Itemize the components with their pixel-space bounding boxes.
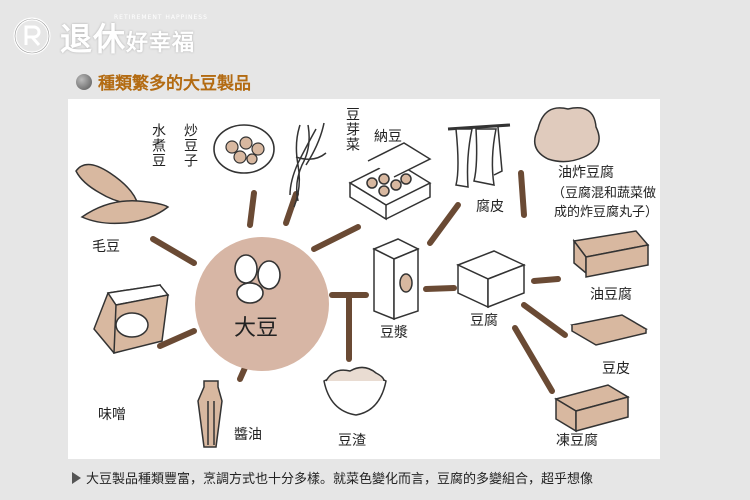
logo-tagline: RETIREMENT HAPPINESS: [114, 14, 208, 21]
label-fried-tofu-ball: 油炸豆腐: [558, 165, 614, 181]
logo-wordmark: 退休好幸福: [60, 14, 195, 60]
connector-dou-ya: [283, 191, 299, 226]
connector-lines: [150, 170, 568, 394]
label-frozen-tofu: 凍豆腐: [556, 433, 598, 449]
frozen-tofu-illustration: [554, 384, 630, 433]
logo-text-small: 好幸福: [126, 31, 196, 56]
soy-sauce-illustration: [197, 380, 223, 448]
label-fried-tofu-note-2: 成的炸豆腐丸子）: [554, 205, 659, 220]
label-yuba: 腐皮: [476, 199, 504, 215]
label-natto: 納豆: [374, 129, 402, 145]
label-roasted-beans: 炒豆子: [182, 123, 198, 168]
label-tofu: 豆腐: [470, 313, 498, 329]
registered-mark-icon: [13, 17, 51, 55]
connector-mao-dou: [150, 236, 197, 266]
connector-wei-ceng: [157, 328, 197, 349]
logo-text-main: 退休: [60, 20, 127, 58]
site-logo[interactable]: 退休好幸福 RETIREMENT HAPPINESS: [12, 10, 222, 62]
label-miso: 味噌: [98, 407, 126, 423]
label-soy-sauce: 醬油: [234, 427, 262, 443]
diagram-canvas: [75, 107, 650, 448]
bean-sprouts-illustration: [289, 122, 327, 208]
connector-you-zha: [518, 170, 527, 218]
tofu-illustration: [456, 250, 526, 309]
section-title: 種類繁多的大豆製品: [98, 74, 251, 94]
soy-products-diagram: 水煮豆 炒豆子 豆芽菜 納豆 腐皮 油炸豆腐 （豆腐混和蔬菜做 成的炸豆腐丸子）…: [68, 99, 660, 459]
label-boiled-beans: 水煮豆: [150, 123, 166, 168]
soy-milk-illustration: [372, 238, 420, 321]
label-bean-sprouts: 豆芽菜: [344, 107, 360, 152]
connector-dou-fu: [423, 285, 457, 292]
caption-text: 大豆製品種類豐富，烹調方式也十分多樣。就菜色變化而言，豆腐的多變組合，超乎想像: [86, 472, 594, 487]
figure-caption: 大豆製品種類豐富，烹調方式也十分多樣。就菜色變化而言，豆腐的多變組合，超乎想像: [72, 468, 593, 487]
connector-dou-pi: [521, 302, 568, 338]
label-edamame: 毛豆: [92, 239, 120, 255]
connector-dong-dou-fu: [512, 325, 555, 394]
label-fried-tofu-block: 油豆腐: [590, 287, 632, 303]
fried-tofu-block-illustration: [572, 230, 650, 278]
connector-chao-dou: [247, 190, 257, 228]
soybean-illustration: [234, 254, 281, 304]
label-soybean-center: 大豆: [234, 316, 279, 341]
label-soy-milk: 豆漿: [380, 325, 408, 341]
tofu-skin-illustration: [570, 314, 648, 346]
connector-na-dou: [311, 224, 361, 252]
label-tofu-skin: 豆皮: [602, 361, 630, 377]
section-heading: 種類繁多的大豆製品: [76, 69, 251, 94]
soybean-center-circle: [195, 237, 329, 371]
roasted-beans-illustration: [213, 124, 275, 174]
edamame-illustration: [75, 163, 170, 225]
bullet-icon: [76, 73, 92, 90]
yuba-illustration: [447, 123, 511, 188]
okara-illustration: [323, 366, 387, 416]
fried-tofu-ball-illustration: [533, 107, 600, 163]
label-okara: 豆渣: [338, 433, 366, 449]
caption-arrow-icon: [72, 471, 81, 484]
connector-fu-pi: [427, 202, 461, 246]
miso-illustration: [93, 284, 170, 354]
connector-you-dou-fu: [531, 276, 561, 284]
label-fried-tofu-note-1: （豆腐混和蔬菜做: [552, 186, 657, 201]
natto-illustration: [348, 142, 432, 221]
